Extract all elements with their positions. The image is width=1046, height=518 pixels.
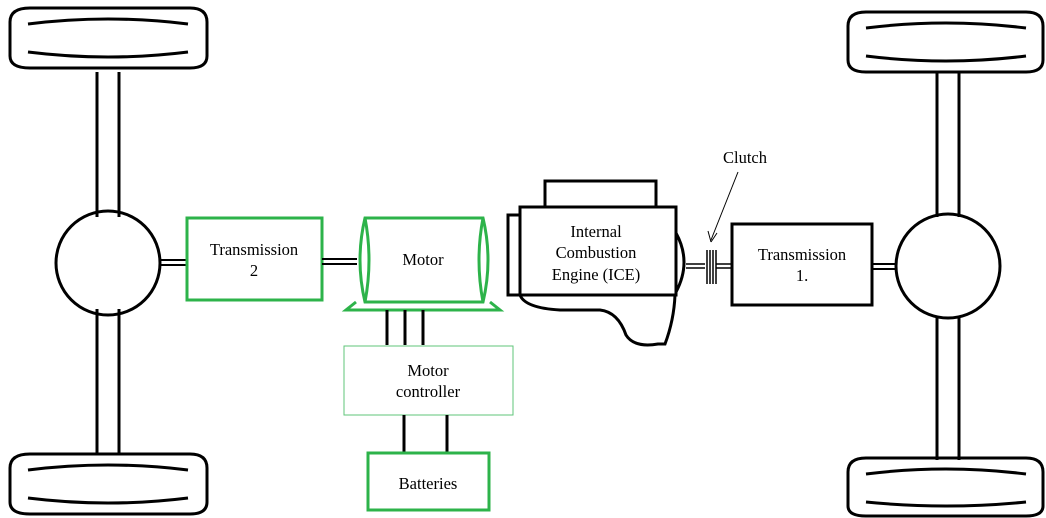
right-axle-shaft bbox=[935, 72, 961, 460]
left-axle-assembly bbox=[8, 6, 209, 516]
batteries-block: Batteries bbox=[366, 451, 491, 512]
ice-side-block bbox=[506, 213, 522, 297]
motor-label: Motor bbox=[402, 250, 444, 269]
ice-output-shaft bbox=[686, 263, 732, 269]
transmission-1-number: 1. bbox=[796, 266, 808, 285]
transmission-2-number: 2 bbox=[250, 261, 258, 280]
motor-phase-wires bbox=[385, 310, 425, 345]
right-rear-wheel bbox=[846, 456, 1045, 518]
motor-controller-block: Motor controller bbox=[343, 345, 514, 416]
left-axle-shaft bbox=[95, 72, 121, 454]
motor-shaft bbox=[322, 258, 357, 265]
ice-flywheel bbox=[674, 232, 686, 293]
motor-controller-label-line1: Motor bbox=[407, 361, 449, 380]
clutch-pointer bbox=[710, 171, 739, 241]
batteries-label: Batteries bbox=[399, 474, 458, 493]
ice-block: Internal Combustion Engine (ICE) bbox=[506, 179, 686, 347]
right-front-wheel bbox=[846, 10, 1045, 74]
ice-cylinder-head bbox=[543, 179, 658, 209]
clutch-label: Clutch bbox=[723, 148, 768, 167]
left-front-wheel bbox=[8, 6, 209, 70]
clutch-pointer-arrowhead bbox=[707, 230, 718, 243]
transmission-1-label: Transmission bbox=[758, 245, 846, 264]
transmission-2-label: Transmission bbox=[210, 240, 298, 259]
ice-label-line1: Internal bbox=[570, 222, 622, 241]
left-differential bbox=[54, 209, 162, 317]
battery-wires bbox=[402, 415, 449, 453]
right-differential bbox=[894, 212, 1002, 320]
ice-label-line2: Combustion bbox=[556, 243, 637, 262]
clutch: Clutch bbox=[706, 148, 768, 284]
transmission-2-block: Transmission 2 bbox=[185, 216, 324, 302]
ice-label-line3: Engine (ICE) bbox=[552, 265, 640, 284]
ice-body bbox=[518, 205, 678, 297]
transmission-1-block: Transmission 1. bbox=[730, 222, 874, 307]
left-drive-shaft bbox=[160, 259, 187, 266]
left-rear-wheel bbox=[8, 452, 209, 516]
right-drive-shaft bbox=[872, 263, 897, 270]
motor-block: Motor bbox=[341, 216, 505, 312]
motor-controller-label-line2: controller bbox=[396, 382, 461, 401]
right-axle-assembly bbox=[846, 10, 1045, 518]
ice-oil-pan bbox=[518, 294, 677, 347]
